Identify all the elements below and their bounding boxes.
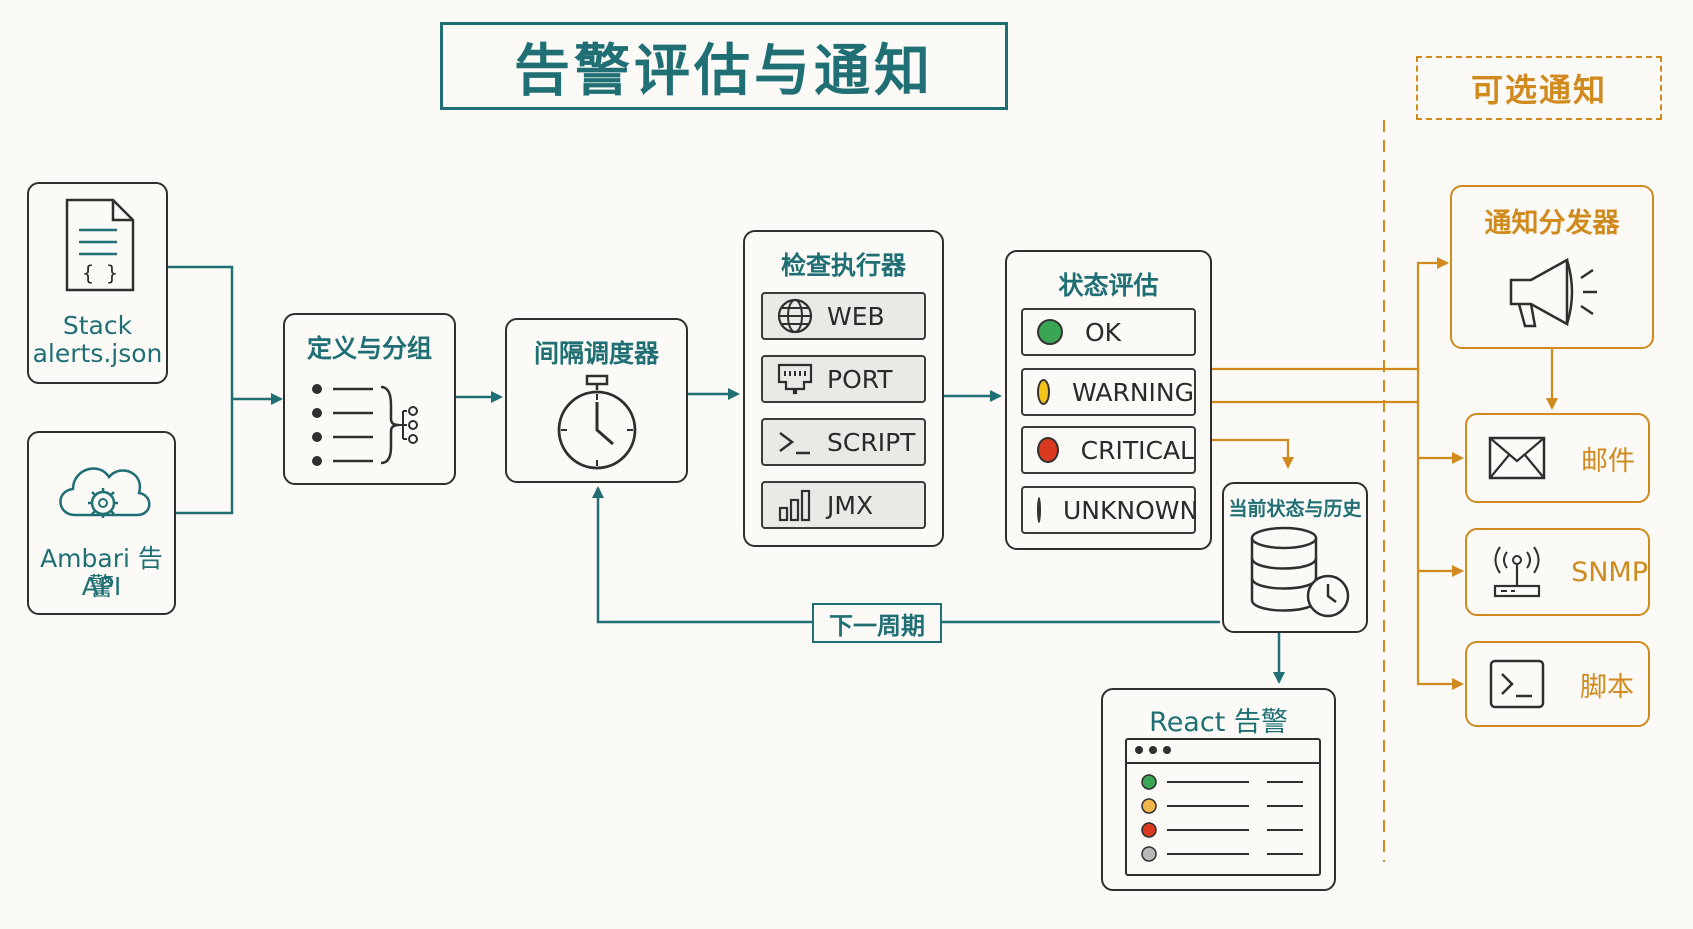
state-label: UNKNOWN	[1063, 495, 1199, 525]
alert-dot-critical	[1141, 822, 1157, 838]
ambari-label-line1: Ambari 告警	[40, 544, 163, 601]
channel-label: 脚本	[1580, 671, 1634, 703]
state-row-critical: CRITICAL	[1021, 426, 1196, 474]
channel-script: 脚本	[1465, 641, 1650, 727]
window-dot	[1163, 746, 1171, 754]
stopwatch-icon	[557, 374, 637, 470]
status-dot-critical	[1037, 437, 1059, 463]
notification-dispatcher-box: 通知分发器	[1450, 185, 1654, 349]
state-row-ok: OK	[1021, 308, 1196, 356]
react-alerts-box: React 告警	[1101, 688, 1336, 891]
stack-label-line2: alerts.json	[32, 339, 163, 368]
alert-dot-warning	[1141, 798, 1157, 814]
react-alerts-title: React 告警	[1149, 707, 1288, 738]
state-row-unknown: UNKNOWN	[1021, 486, 1199, 534]
executor-row-jmx: JMX	[761, 481, 926, 529]
bar-chart-icon	[763, 488, 827, 522]
window-titlebar	[1127, 740, 1319, 764]
stack-label-line1: Stack	[62, 311, 133, 340]
executor-row-label: SCRIPT	[827, 427, 916, 457]
grouped-list-icon	[312, 384, 418, 466]
ambari-label-line2: API	[81, 572, 122, 601]
executor-row-label: WEB	[827, 301, 885, 331]
define-group-box: 定义与分组	[283, 313, 456, 485]
state-eval-title: 状态评估	[1058, 271, 1159, 300]
alert-dot-unknown	[1141, 846, 1157, 862]
channel-label: 邮件	[1581, 445, 1635, 477]
megaphone-icon	[1509, 257, 1597, 328]
next-cycle-label: 下一周期	[812, 603, 942, 643]
history-title: 当前状态与历史	[1228, 498, 1362, 520]
router-icon	[1493, 546, 1541, 598]
executor-row-port: PORT	[761, 355, 926, 403]
executor-row-label: PORT	[827, 364, 893, 394]
stack-alerts-source: { } Stack alerts.json	[27, 182, 168, 384]
cloud-gear-icon	[59, 467, 151, 518]
state-evaluation-box: 状态评估 OK WARNING CRITICAL UNKNOWN	[1005, 250, 1212, 550]
executor-row-web: WEB	[761, 292, 926, 340]
define-group-title: 定义与分组	[306, 334, 432, 363]
executor-row-script: SCRIPT	[761, 418, 926, 466]
page-title: 告警评估与通知	[440, 22, 1008, 110]
port-icon	[763, 362, 827, 396]
alert-rows	[1141, 774, 1303, 862]
status-dot-warning	[1037, 379, 1051, 405]
state-row-warning: WARNING	[1021, 368, 1196, 416]
react-alerts-window	[1125, 738, 1321, 876]
globe-icon	[763, 297, 827, 335]
channel-label: SNMP	[1571, 556, 1648, 588]
status-dot-unknown	[1037, 497, 1041, 523]
optional-notifications-title: 可选通知	[1416, 56, 1662, 120]
status-dot-ok	[1037, 319, 1063, 345]
executor-row-label: JMX	[827, 490, 874, 520]
executor-title: 检查执行器	[780, 251, 906, 280]
terminal-icon	[1489, 659, 1545, 709]
state-label: OK	[1085, 317, 1122, 347]
scheduler-title: 间隔调度器	[533, 339, 659, 368]
json-file-icon: { }	[65, 198, 135, 292]
ambari-api-source: Ambari 告警 API	[27, 431, 176, 615]
state-label: WARNING	[1072, 377, 1194, 407]
check-executor-box: 检查执行器 WEB PORT SCRIPT JMX	[743, 230, 944, 547]
channel-snmp: SNMP	[1465, 528, 1650, 616]
database-clock-icon	[1250, 526, 1350, 618]
notifier-title: 通知分发器	[1484, 208, 1620, 239]
window-dot	[1135, 746, 1143, 754]
state-label: CRITICAL	[1080, 435, 1194, 465]
terminal-icon	[763, 427, 827, 457]
envelope-icon	[1488, 436, 1546, 480]
window-dot	[1149, 746, 1157, 754]
alert-dot-ok	[1141, 774, 1157, 790]
svg-text:{ }: { }	[82, 261, 118, 285]
interval-scheduler-box: 间隔调度器	[505, 318, 688, 483]
channel-email: 邮件	[1465, 413, 1650, 503]
state-history-box: 当前状态与历史	[1222, 482, 1368, 633]
